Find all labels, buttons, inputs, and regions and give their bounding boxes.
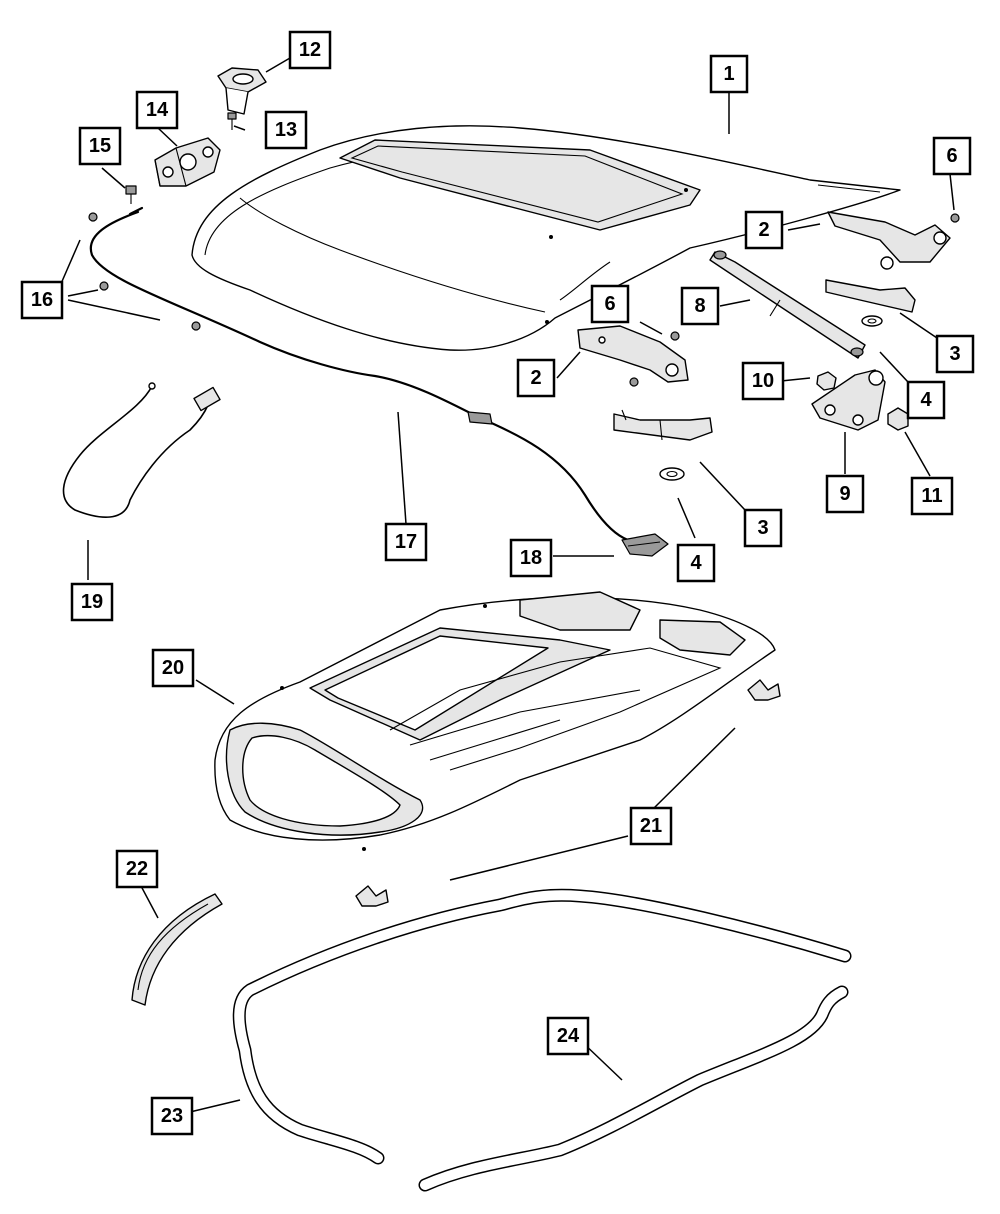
callout-10: 10 [741,361,785,401]
strut-bracket [811,369,886,431]
lower-seal [418,985,849,1192]
callout-13: 13 [264,110,308,150]
svg-text:12: 12 [299,39,321,61]
callout-21: 21 [629,806,673,846]
release-cable [88,206,630,542]
callout-22: 22 [115,849,159,889]
callout-6-right: 6 [932,136,972,176]
nut-11 [887,407,909,431]
push-clip-a [747,679,781,701]
release-handle [621,533,669,557]
svg-text:13: 13 [275,119,297,141]
callout-4-left: 4 [676,543,716,583]
svg-text:9: 9 [839,483,850,505]
sensor-wire [62,382,221,518]
callout-17: 17 [384,522,428,562]
screw-15 [125,185,137,204]
hood-insulator [214,591,776,851]
weatherstrip-seal [232,888,852,1165]
svg-text:23: 23 [161,1105,183,1127]
callout-2-left: 2 [516,358,556,398]
svg-text:18: 18 [520,547,542,569]
callout-3-right: 3 [935,334,975,374]
svg-text:21: 21 [640,815,662,837]
svg-text:11: 11 [921,485,942,507]
callout-15: 15 [78,126,122,166]
hinge-bracket-right [825,279,916,327]
hinge-right [827,211,960,270]
svg-text:19: 19 [81,591,103,613]
svg-text:14: 14 [146,99,169,121]
svg-text:16: 16 [31,289,53,311]
svg-text:3: 3 [757,517,768,539]
callout-23: 23 [150,1096,194,1136]
gas-strut [709,250,866,359]
svg-text:2: 2 [530,367,541,389]
svg-text:22: 22 [126,858,148,880]
callout-1: 1 [709,54,749,94]
hinge-bracket-left [613,409,713,481]
svg-text:17: 17 [395,531,417,553]
svg-text:6: 6 [604,293,615,315]
callout-11: 11 [910,476,954,516]
striker-bracket [217,67,267,115]
callout-18: 18 [509,538,553,578]
callout-12: 12 [288,30,332,70]
svg-text:10: 10 [752,370,774,392]
callout-6-left: 6 [590,284,630,324]
svg-text:2: 2 [758,219,769,241]
hinge-left [577,325,689,387]
svg-text:3: 3 [949,343,960,365]
svg-text:15: 15 [89,135,111,157]
callout-3-left: 3 [743,508,783,548]
callout-20: 20 [151,648,195,688]
bolt-13 [227,112,237,130]
svg-text:1: 1 [723,63,734,85]
svg-text:8: 8 [694,295,705,317]
callout-4-right: 4 [906,380,946,420]
leader-lines [59,57,955,1113]
push-clip-b [355,885,389,907]
callout-8: 8 [680,286,720,326]
svg-text:4: 4 [690,552,702,574]
nut-10 [816,371,837,391]
svg-text:6: 6 [946,145,957,167]
callout-19: 19 [70,582,114,622]
svg-text:24: 24 [557,1025,580,1047]
callout-24: 24 [546,1016,590,1056]
svg-text:20: 20 [162,657,184,679]
hood-panel [191,125,901,351]
callout-9: 9 [825,474,865,514]
callout-2-right: 2 [744,210,784,250]
hood-latch [154,137,221,187]
svg-text:4: 4 [920,389,932,411]
callout-14: 14 [135,90,179,130]
seal-segment [131,893,223,1006]
callout-16: 16 [20,280,64,320]
